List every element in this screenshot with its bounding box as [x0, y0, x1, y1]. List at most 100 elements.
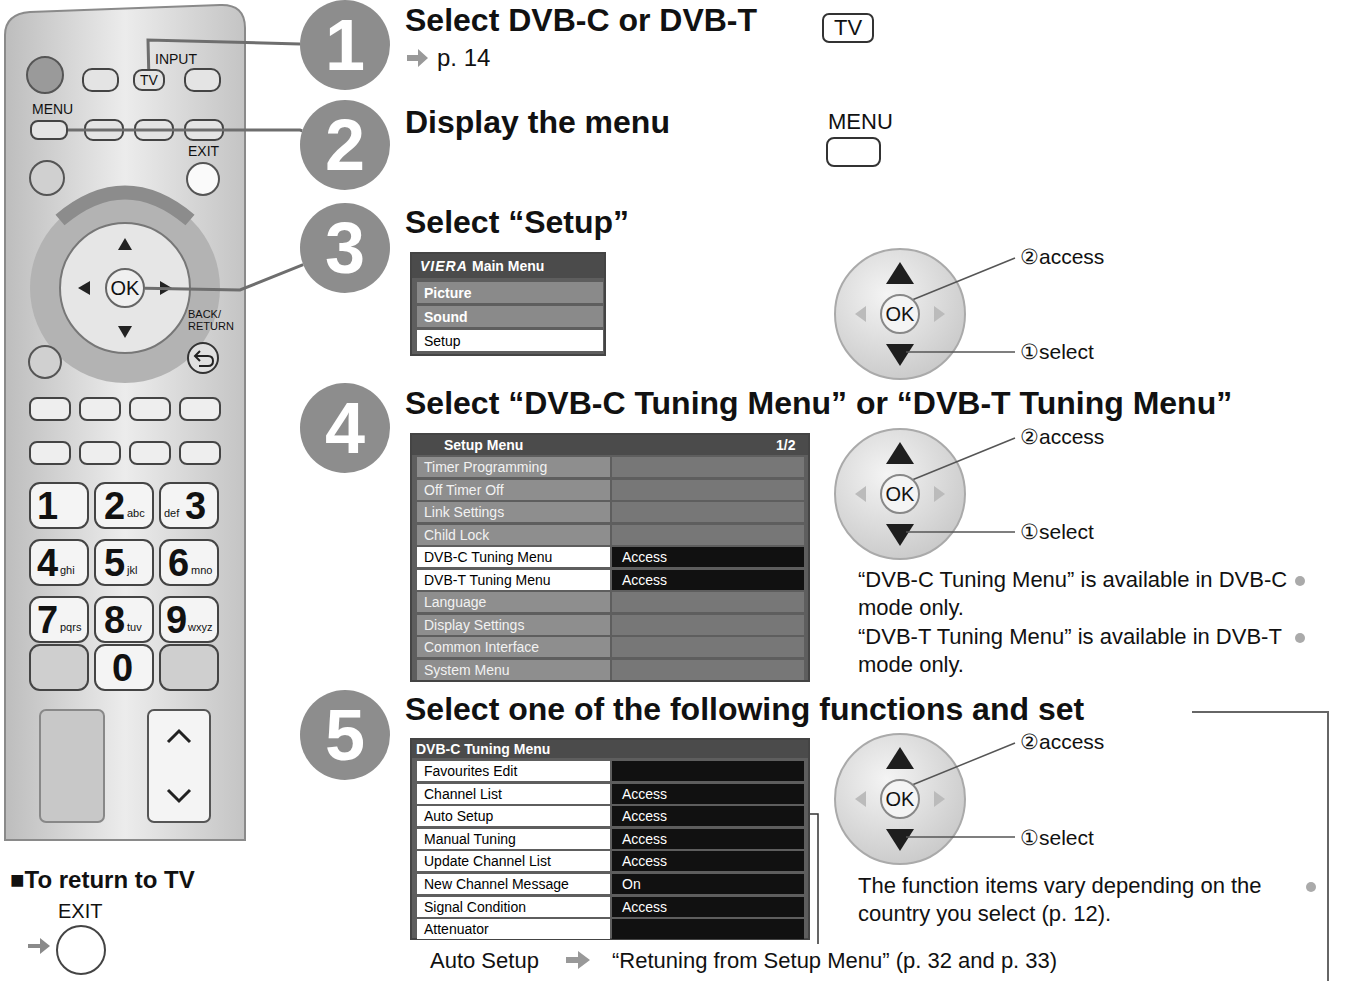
key-letters: mno: [191, 564, 212, 577]
menu-item: Attenuator: [424, 921, 489, 937]
round-button: 2: [300, 100, 390, 190]
round-button: EXIT: [56, 925, 106, 975]
button-text: OK: [886, 789, 915, 809]
key-digit: 6: [168, 542, 189, 586]
key-letters: def: [164, 507, 179, 520]
menu-panel: VIERAMain MenuPictureSoundSetup: [410, 252, 606, 356]
menu-item: Signal Condition: [424, 899, 526, 915]
key-digit: 1: [37, 485, 58, 529]
panel-title: Main Menu: [472, 258, 544, 274]
menu-value: On: [622, 876, 641, 892]
menu-item: Sound: [424, 309, 468, 325]
button-box: TV: [822, 13, 874, 43]
menu-item: Update Channel List: [424, 853, 551, 869]
menu-value-cell: [612, 660, 804, 680]
menu-item: Language: [424, 594, 486, 610]
menu-item: DVB-T Tuning Menu: [424, 572, 551, 588]
step-number: 2: [325, 109, 365, 181]
button-label: INPUT: [155, 51, 197, 67]
key-digit: 0: [112, 647, 133, 691]
step-title: Select one of the following functions an…: [405, 691, 1084, 728]
menu-value: Access: [622, 853, 667, 869]
menu-value: Access: [622, 786, 667, 802]
menu-value-cell: [612, 480, 804, 500]
round-button: EXIT: [186, 162, 220, 196]
note: The function items vary depending on the…: [858, 872, 1303, 928]
key-letters: wxyz: [188, 621, 212, 634]
brand-logo: VIERA: [420, 258, 468, 274]
menu-value-cell: [612, 525, 804, 545]
callout-label: ②access: [1020, 245, 1104, 269]
menu-value: Access: [622, 572, 667, 588]
menu-value: Access: [622, 808, 667, 824]
round-button: OK: [105, 268, 145, 308]
callout-label: ②access: [1020, 730, 1104, 754]
menu-item: Timer Programming: [424, 459, 547, 475]
bullet: [1306, 882, 1316, 892]
menu-value-cell: [612, 502, 804, 522]
menu-item: Off Timer Off: [424, 482, 504, 498]
menu-value-cell: [612, 457, 804, 477]
arrow-icon: [28, 938, 50, 954]
step-number: 5: [325, 699, 365, 771]
button-label: EXIT: [58, 901, 102, 921]
menu-item: Link Settings: [424, 504, 504, 520]
callout-label: ②access: [1020, 425, 1104, 449]
round-button: 4: [300, 383, 390, 473]
arrow-icon: [407, 49, 428, 67]
key-letters: tuv: [127, 621, 142, 634]
note: “DVB-T Tuning Menu” is available in DVB-…: [858, 623, 1298, 679]
button-label: BACK/ RETURN: [188, 308, 228, 332]
button-text: TV: [140, 73, 158, 87]
dpad-symbol: [835, 249, 1015, 379]
bracket-line: [1192, 712, 1328, 981]
callout-label: ①select: [1020, 826, 1094, 850]
button-text: OK: [111, 278, 140, 298]
panel-title: Setup Menu: [444, 437, 523, 453]
callout-label: ①select: [1020, 520, 1094, 544]
menu-value-cell: [612, 592, 804, 612]
key-letters: jkl: [127, 564, 137, 577]
section-heading: ■To return to TV: [10, 866, 195, 894]
button-text: TV: [834, 17, 862, 39]
menu-item: Favourites Edit: [424, 763, 517, 779]
button-text: OK: [886, 304, 915, 324]
leader-connector: [148, 40, 300, 69]
step-number: 1: [325, 9, 365, 81]
round-button: 1: [300, 0, 390, 90]
key-digit: 2: [104, 485, 125, 529]
key-digit: 5: [104, 542, 125, 586]
panel-title: 1/2: [776, 437, 795, 453]
note: Auto Setup: [430, 948, 539, 973]
round-button: OK: [880, 474, 920, 514]
step-title: Select DVB-C or DVB-T: [405, 2, 757, 39]
menu-item: Display Settings: [424, 617, 524, 633]
bullet: [1295, 576, 1305, 586]
menu-value-cell: [612, 874, 804, 894]
key-letters: ghi: [60, 564, 75, 577]
round-button: OK: [880, 779, 920, 819]
bullet: [1295, 633, 1305, 643]
button-label: EXIT: [188, 144, 219, 158]
key-digit: 7: [37, 599, 58, 643]
key-digit: 8: [104, 599, 125, 643]
round-button: 3: [300, 203, 390, 293]
key-letters: pqrs: [60, 621, 81, 634]
menu-panel: Setup Menu 1/2Timer ProgrammingOff Timer …: [410, 433, 810, 682]
menu-value: Access: [622, 899, 667, 915]
menu-item: DVB-C Tuning Menu: [424, 549, 552, 565]
menu-item: New Channel Message: [424, 876, 569, 892]
key-digit: 3: [185, 485, 206, 529]
menu-value-cell: [612, 637, 804, 657]
menu-item: Auto Setup: [424, 808, 493, 824]
menu-item: Child Lock: [424, 527, 489, 543]
arrow-icon: [566, 951, 590, 969]
menu-value: Access: [622, 831, 667, 847]
menu-panel: DVB-C Tuning MenuFavourites EditChannel …: [410, 738, 810, 940]
menu-item: Setup: [424, 333, 461, 349]
note: “DVB-C Tuning Menu” is available in DVB-…: [858, 566, 1298, 622]
key-digit: 4: [37, 542, 58, 586]
callout-label: ①select: [1020, 340, 1094, 364]
menu-item: System Menu: [424, 662, 510, 678]
